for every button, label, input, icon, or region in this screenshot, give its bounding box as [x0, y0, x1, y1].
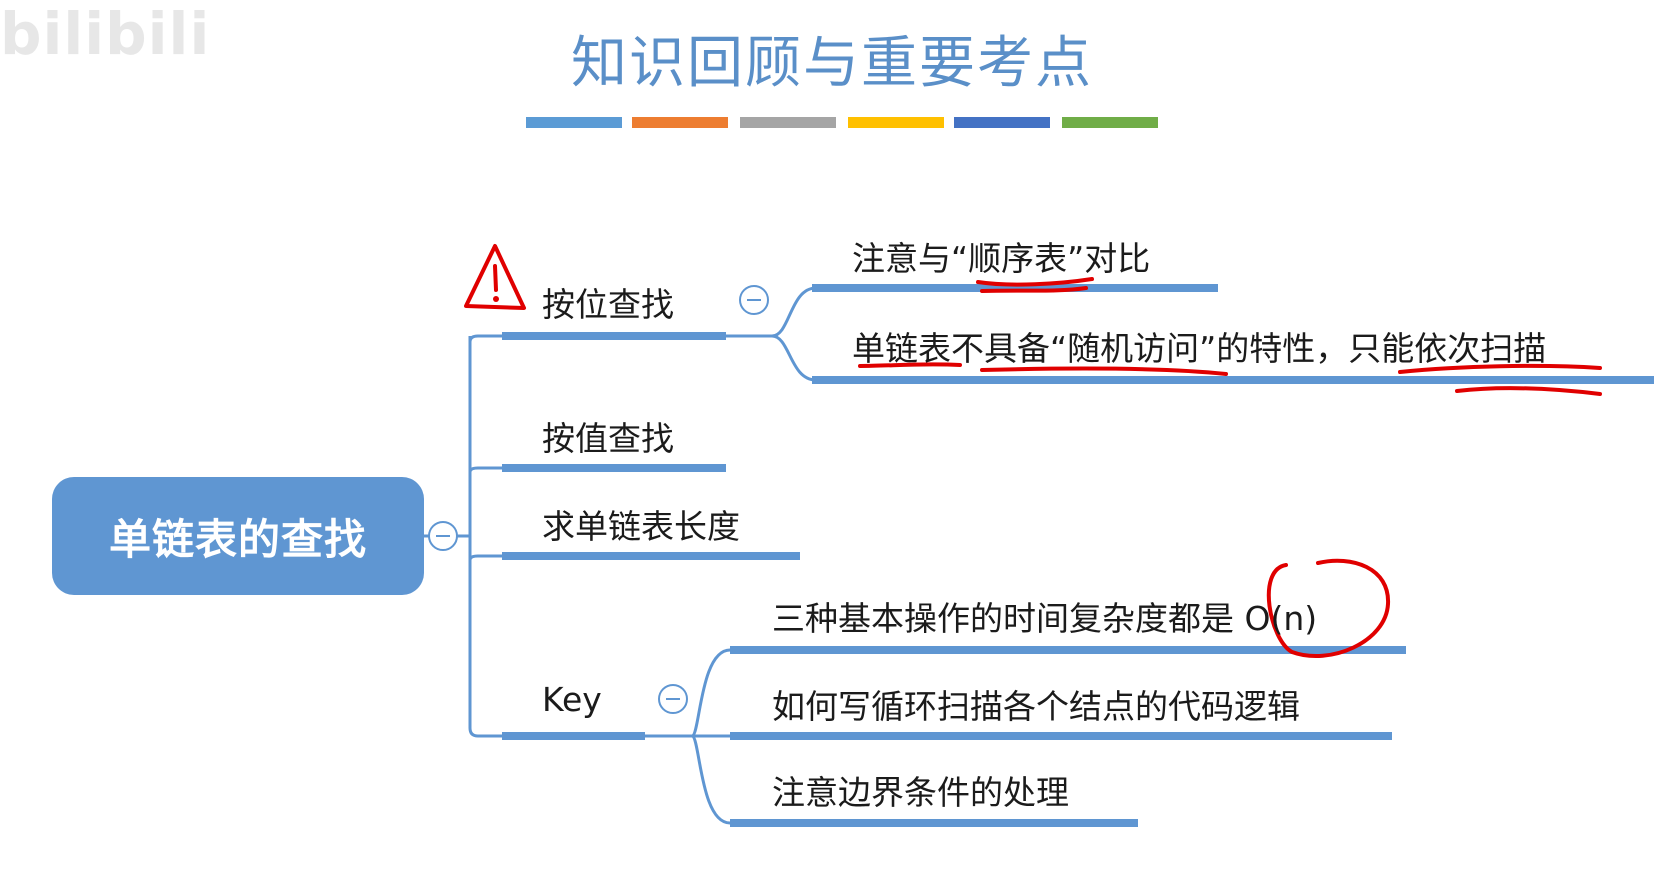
- color-stripe: [1062, 117, 1158, 128]
- leaf-label[interactable]: 单链表不具备“随机访问”的特性，只能依次扫描: [852, 329, 1547, 368]
- color-stripe: [848, 117, 944, 128]
- trunk-to-branch-2: [468, 336, 502, 473]
- page-title: 知识回顾与重要考点: [571, 31, 1093, 96]
- collapse-icon[interactable]: [428, 521, 458, 551]
- red-circle-mark: [1266, 558, 1391, 658]
- leaf-label[interactable]: 注意边界条件的处理: [772, 773, 1069, 812]
- color-stripe: [740, 117, 836, 128]
- red-underline-mark: [976, 277, 1094, 287]
- leaf-label[interactable]: 三种基本操作的时间复杂度都是 O(n): [772, 599, 1318, 638]
- branch-label[interactable]: 求单链表长度: [542, 507, 740, 546]
- red-underline-mark: [980, 366, 1228, 376]
- leaf-label[interactable]: 注意与“顺序表”对比: [852, 239, 1151, 278]
- key-fork-top: [645, 648, 731, 738]
- red-underline-mark: [1398, 363, 1602, 374]
- red-underline-mark: [858, 362, 962, 368]
- collapse-icon[interactable]: [739, 285, 769, 315]
- leaf-label[interactable]: 如何写循环扫描各个结点的代码逻辑: [772, 687, 1300, 726]
- red-underline-mark: [980, 286, 1088, 293]
- branch-label[interactable]: Key: [542, 680, 602, 719]
- trunk-to-branch-3: [468, 472, 502, 561]
- collapse-icon[interactable]: [658, 684, 688, 714]
- trunk-to-branch-4: [468, 560, 502, 738]
- color-stripe: [632, 117, 728, 128]
- warning-icon: [462, 242, 528, 318]
- branch-label[interactable]: 按位查找: [542, 285, 674, 324]
- branch-label[interactable]: 按值查找: [542, 419, 674, 458]
- bilibili-watermark: bilibili: [0, 0, 211, 68]
- root-connector: [424, 334, 502, 538]
- key-fork-bottom: [690, 734, 731, 825]
- red-underline-mark: [1455, 386, 1602, 396]
- branch-1-fork-bottom: [771, 334, 817, 382]
- color-stripe: [954, 117, 1050, 128]
- color-stripe: [526, 117, 622, 128]
- root-node[interactable]: 单链表的查找: [52, 477, 424, 595]
- color-stripes: [526, 117, 1166, 129]
